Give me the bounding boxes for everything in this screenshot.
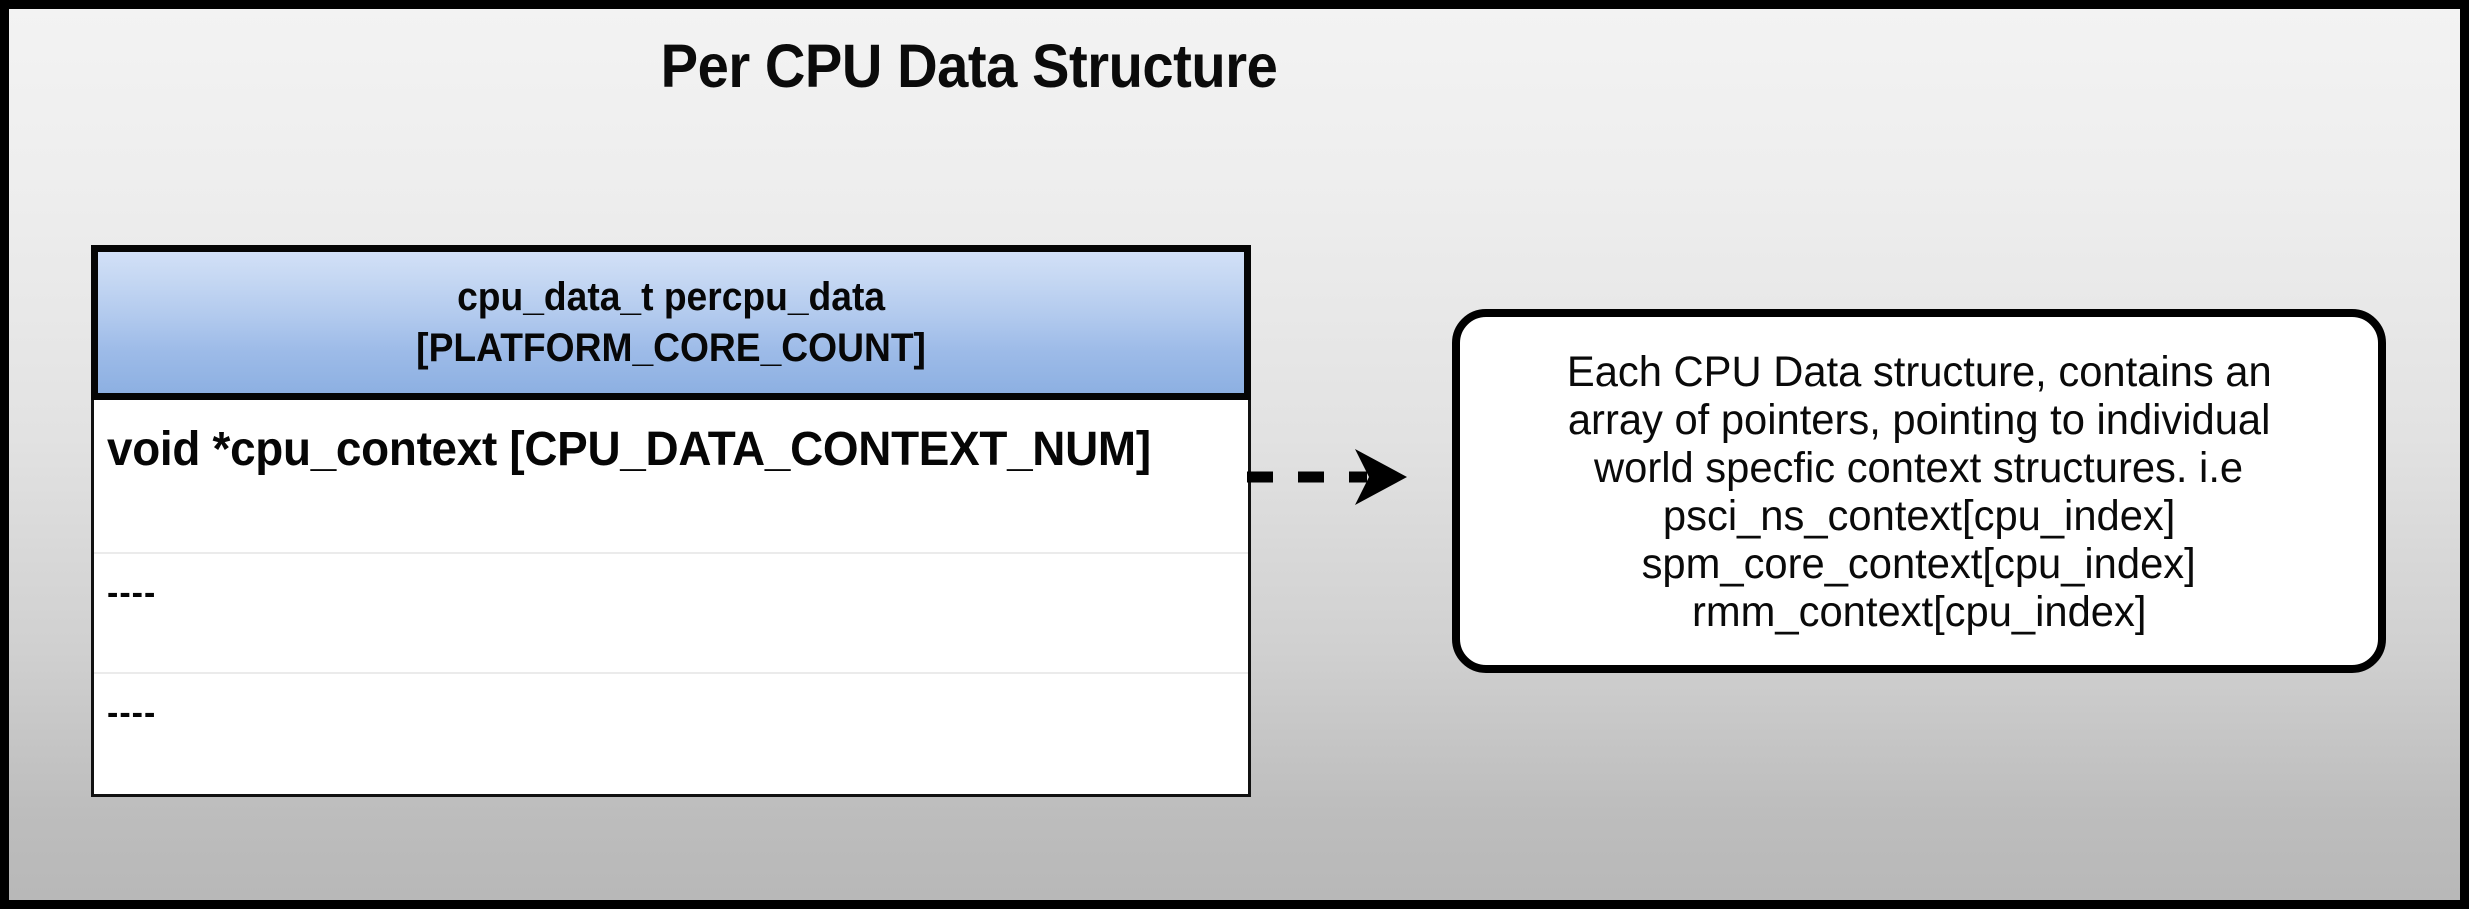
struct-table: cpu_data_t percpu_data [PLATFORM_CORE_CO… — [91, 245, 1251, 797]
callout-line-3: world specfic context structures. i.e — [1594, 443, 2244, 492]
struct-field-placeholder-1: ---- — [107, 574, 157, 612]
callout-line-5: spm_core_context[cpu_index] — [1641, 540, 2197, 589]
table-row: ---- — [94, 552, 1248, 672]
struct-header-line-type: cpu_data_t percpu_data — [457, 275, 885, 319]
struct-table-header: cpu_data_t percpu_data [PLATFORM_CORE_CO… — [91, 245, 1251, 400]
callout-line-2: array of pointers, pointing to individua… — [1567, 395, 2271, 444]
struct-header-line-size: [PLATFORM_CORE_COUNT] — [416, 326, 926, 370]
dashed-arrow-connector — [1247, 449, 1407, 505]
arrow-head-icon — [1355, 449, 1407, 505]
callout-line-6: rmm_context[cpu_index] — [1691, 588, 2147, 637]
struct-field-cpu-context: void *cpu_context [CPU_DATA_CONTEXT_NUM] — [107, 423, 1151, 476]
struct-table-body: void *cpu_context [CPU_DATA_CONTEXT_NUM]… — [94, 400, 1248, 794]
callout-line-1: Each CPU Data structure, contains an — [1566, 347, 2272, 396]
table-row: void *cpu_context [CPU_DATA_CONTEXT_NUM] — [94, 400, 1248, 552]
callout-line-4: psci_ns_context[cpu_index] — [1662, 492, 2176, 540]
table-row: ---- — [94, 672, 1248, 794]
callout-note: Each CPU Data structure, contains an arr… — [1452, 309, 2386, 673]
struct-field-placeholder-2: ---- — [107, 694, 157, 732]
page-title: Per CPU Data Structure — [660, 32, 1278, 100]
